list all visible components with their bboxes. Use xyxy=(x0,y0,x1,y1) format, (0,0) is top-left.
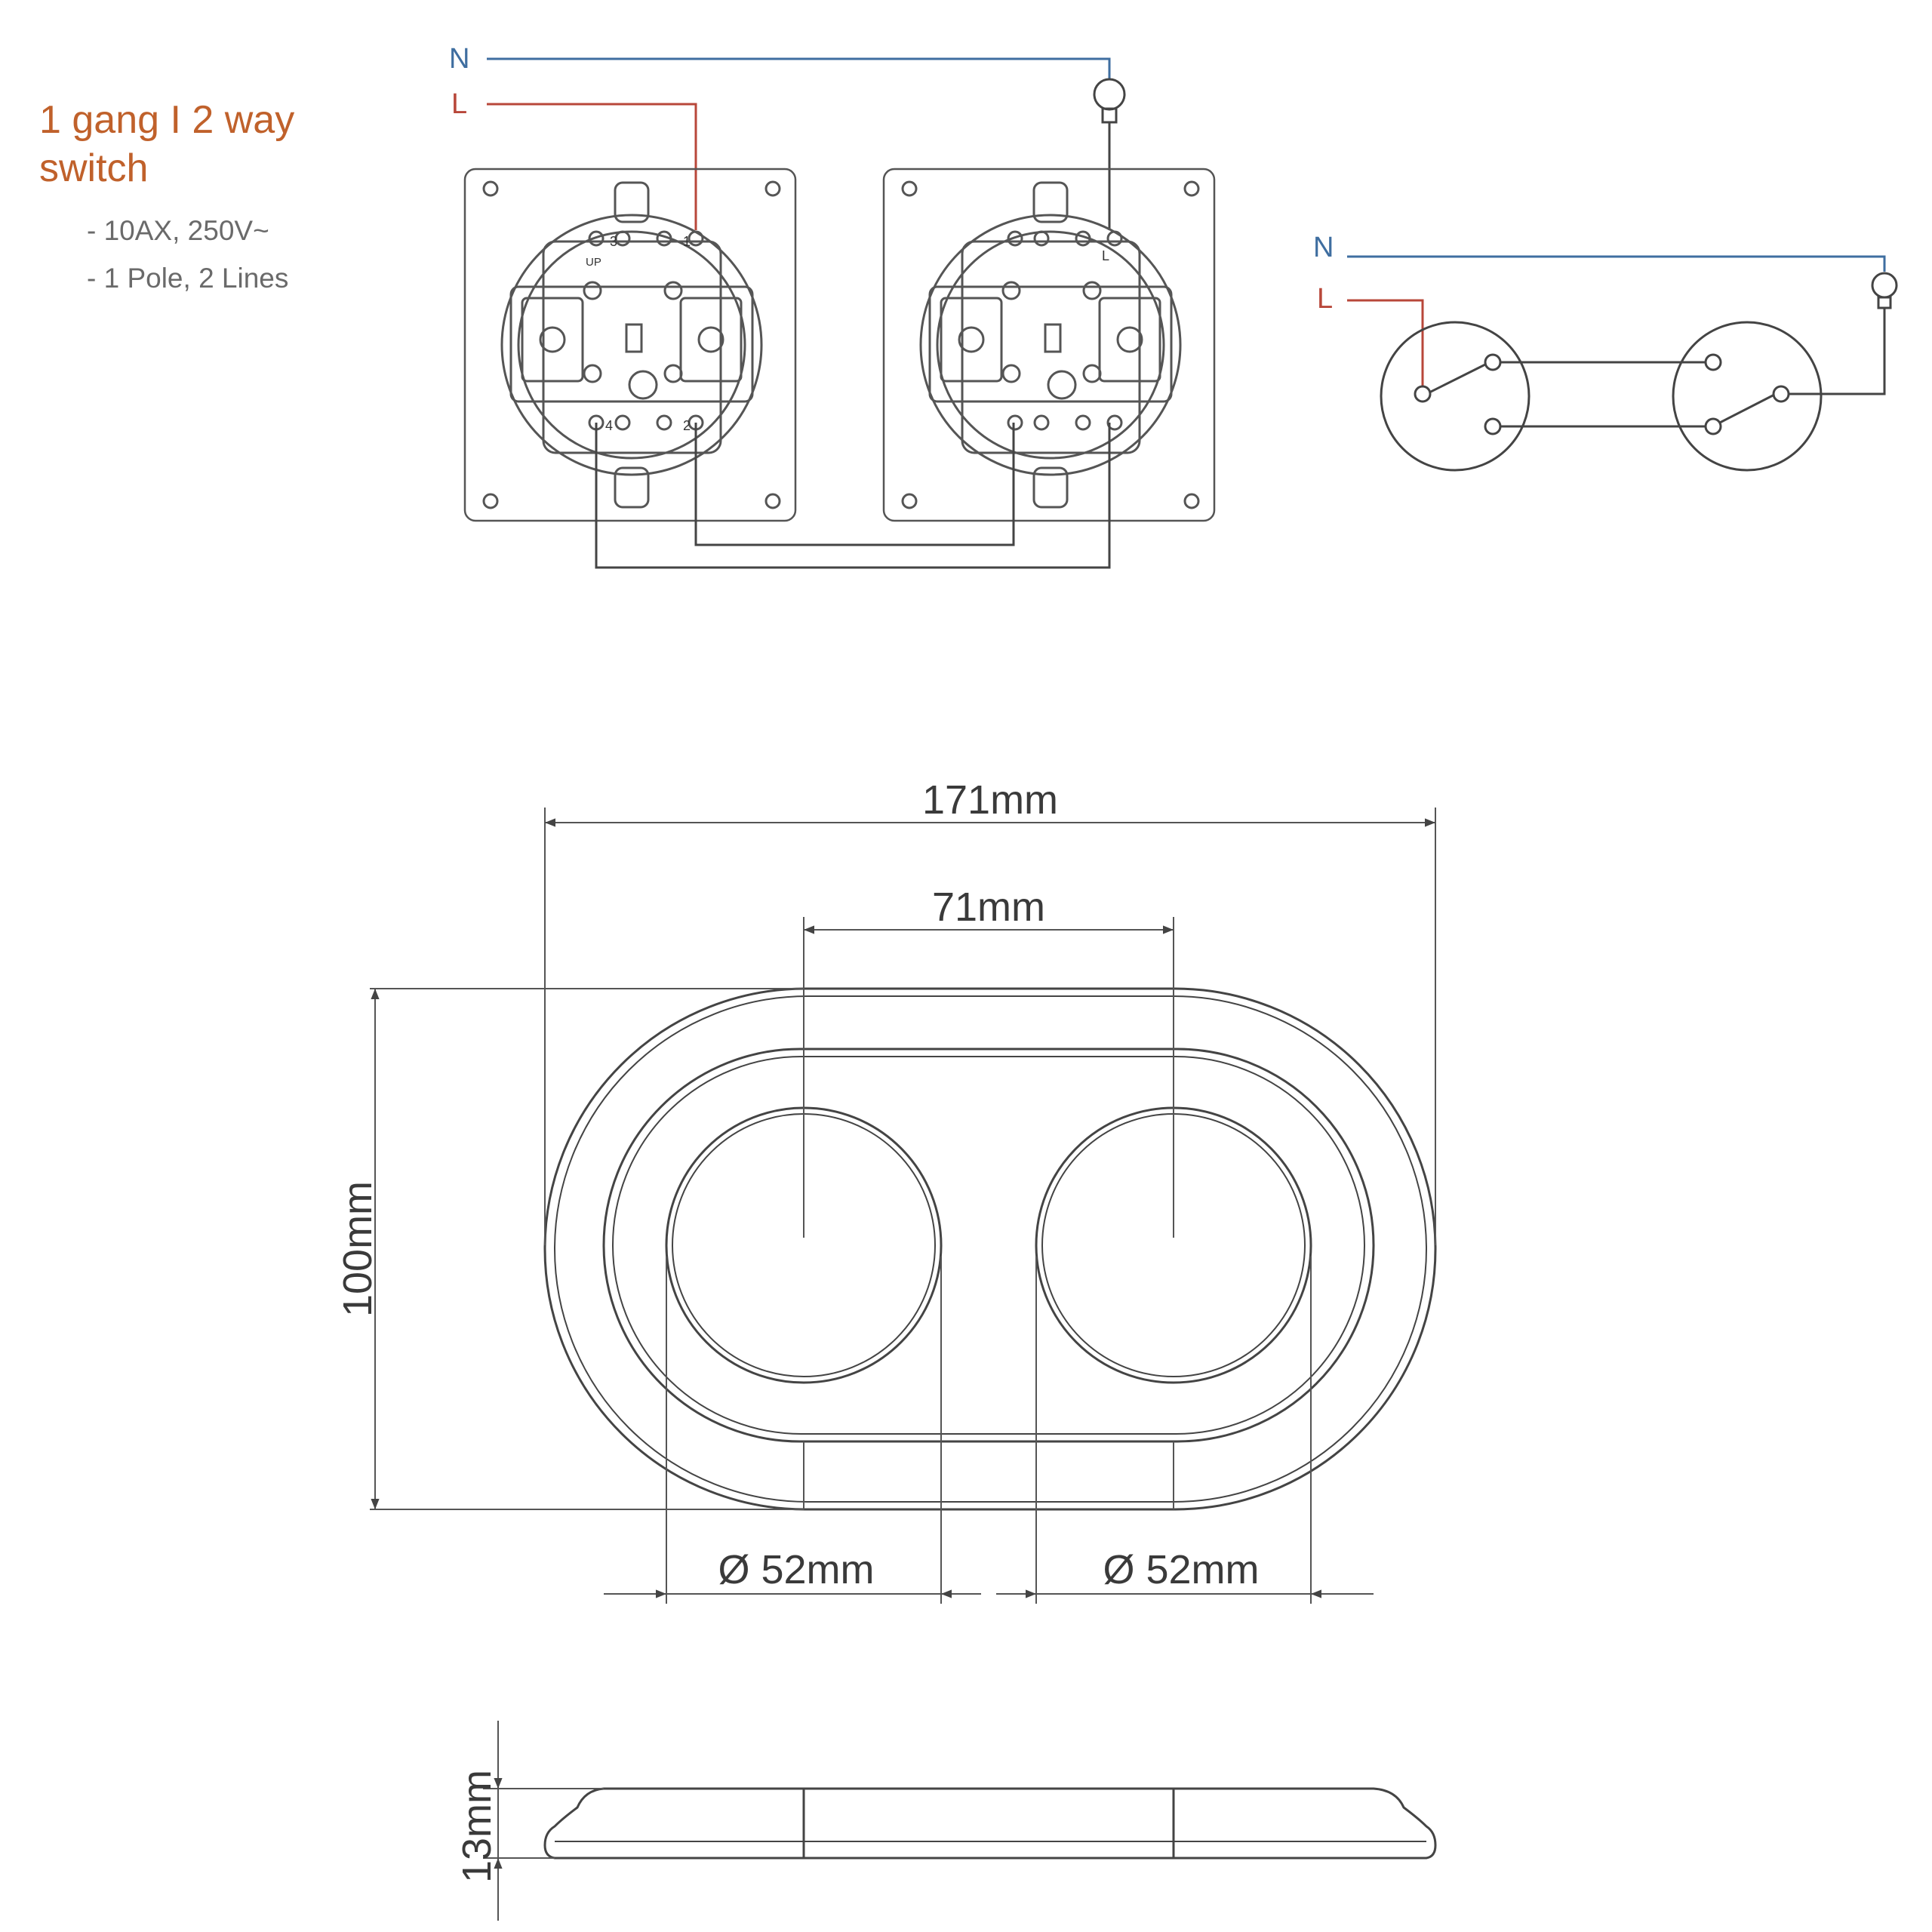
terminal-3-label: 3 xyxy=(610,234,617,249)
dimension-lines xyxy=(370,808,1436,1604)
schematic-switch-2 xyxy=(1672,321,1823,472)
schematic-lamp-wire xyxy=(1789,308,1886,395)
frame-inner xyxy=(602,1048,1375,1443)
frame-inner-edge xyxy=(612,1056,1365,1435)
neutral-wire xyxy=(487,57,1111,79)
traveller-wire-1 xyxy=(595,423,1111,569)
spec-rating: - 10AX, 250V~ xyxy=(87,215,269,246)
depth-label: 13mm xyxy=(454,1770,500,1883)
switch-mechanism-1 xyxy=(463,168,797,522)
wiring-schematic: N L xyxy=(1313,232,1898,472)
terminal-4-label: 4 xyxy=(605,418,613,433)
diameter-left-label: Ø 52mm xyxy=(718,1547,874,1592)
schematic-switch-1 xyxy=(1380,321,1531,472)
schematic-contact xyxy=(1484,417,1502,435)
light-bulb-icon xyxy=(1093,78,1126,137)
neutral-label: N xyxy=(449,43,469,75)
live-wire xyxy=(487,103,697,230)
front-view xyxy=(543,987,1437,1511)
schematic-neutral-wire xyxy=(1347,255,1886,272)
spec-poles: - 1 Pole, 2 Lines xyxy=(87,263,289,294)
schematic-contact xyxy=(1704,353,1722,371)
schematic-contact xyxy=(1414,385,1432,403)
terminal-2-label: 2 xyxy=(683,418,691,433)
schematic-live-wire xyxy=(1347,299,1424,394)
side-profile-outline xyxy=(543,1787,1437,1860)
schematic-contact xyxy=(1704,417,1722,435)
center-spacing-label: 71mm xyxy=(932,884,1045,930)
diagram-title-line2: switch xyxy=(39,146,149,190)
schematic-live-label: L xyxy=(1317,283,1333,315)
diameter-right-label: Ø 52mm xyxy=(1103,1547,1259,1592)
switch-mechanism-2 xyxy=(882,168,1216,522)
terminal-1-label: 1 xyxy=(683,234,691,249)
frame-outer xyxy=(543,987,1437,1511)
schematic-contact xyxy=(1772,385,1790,403)
overall-width-label: 171mm xyxy=(922,777,1058,823)
wiring-diagram: N L xyxy=(449,43,1216,569)
schematic-lamp-icon xyxy=(1871,272,1898,309)
depth-dimension-lines xyxy=(483,1721,604,1921)
schematic-contact xyxy=(1484,353,1502,371)
terminal-l-label: L xyxy=(1102,248,1109,263)
height-label: 100mm xyxy=(335,1181,380,1317)
live-label: L xyxy=(451,88,467,120)
schematic-neutral-label: N xyxy=(1313,232,1334,263)
up-marking: UP xyxy=(586,256,601,269)
frame-outer-edge xyxy=(554,995,1427,1503)
diagram-title-line1: 1 gang I 2 way xyxy=(39,98,295,142)
side-view xyxy=(543,1787,1437,1860)
traveller-wire-2 xyxy=(694,423,1015,546)
